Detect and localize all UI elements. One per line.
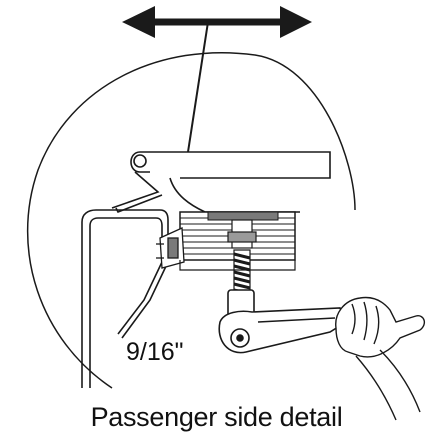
double-arrow-icon	[122, 6, 312, 153]
figure-caption: Passenger side detail	[90, 402, 343, 432]
bracket-detail	[179, 260, 296, 271]
ratchet-wrench-icon	[218, 289, 348, 354]
hand-icon	[335, 296, 426, 421]
seat-rail	[111, 151, 331, 214]
seat-leg-frame	[81, 209, 169, 388]
detail-circle	[26, 51, 356, 389]
socket-size-label: 9/16"	[126, 338, 184, 366]
side-clip	[156, 227, 185, 269]
